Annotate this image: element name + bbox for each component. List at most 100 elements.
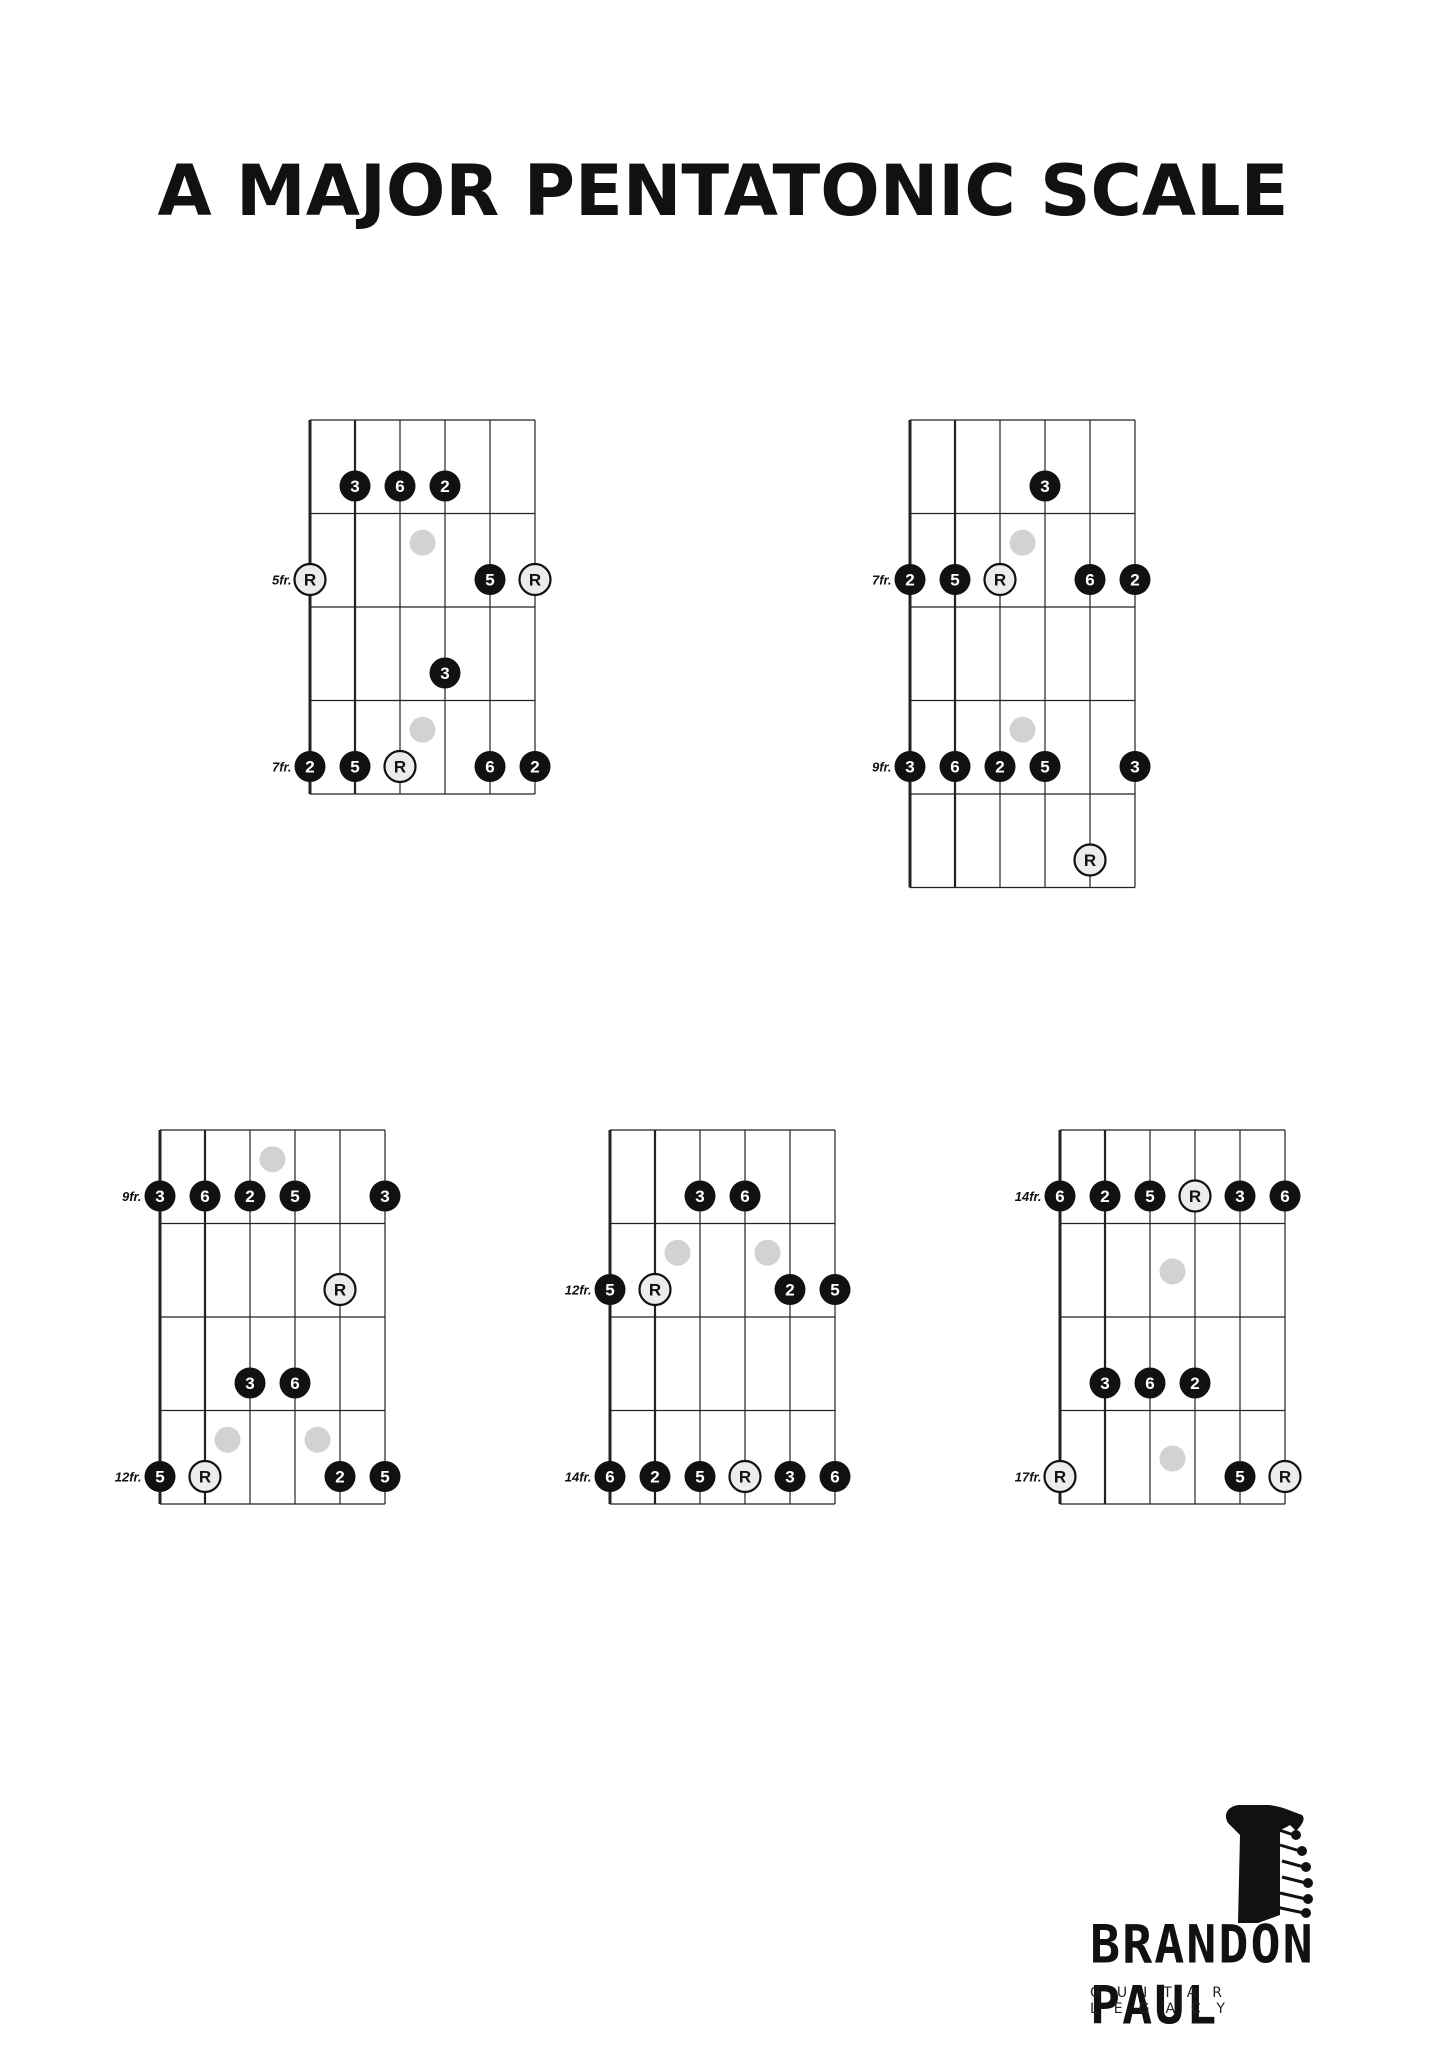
scale-note-dot <box>519 751 551 782</box>
scale-note-dot <box>384 470 416 502</box>
note-label: 3 <box>785 1468 794 1487</box>
note-label: 5 <box>155 1468 164 1487</box>
scale-note-dot <box>144 1461 176 1492</box>
page-title: A MAJOR PENTATONIC SCALE <box>157 150 1289 232</box>
note-label: 2 <box>335 1468 344 1487</box>
scale-note-dot <box>234 1180 266 1212</box>
note-label: 6 <box>1280 1187 1289 1206</box>
brand-logo: BRANDON PAUL GUITAR LEGACY <box>1080 1805 1390 2036</box>
guitar-headstock-icon <box>1225 1805 1313 1923</box>
note-label: 6 <box>950 758 959 777</box>
scale-note-dot <box>279 1367 311 1399</box>
brand-tagline: GUITAR LEGACY <box>1090 1985 1241 2017</box>
note-label: 2 <box>1190 1374 1199 1393</box>
note-label: 2 <box>905 571 914 590</box>
scale-note-dot <box>1029 470 1061 502</box>
scale-note-dot <box>684 1180 716 1212</box>
scale-note-dot <box>429 657 461 689</box>
note-label: 6 <box>1055 1187 1064 1206</box>
fret-position-label: 9fr. <box>872 760 892 775</box>
note-label: 3 <box>245 1374 254 1393</box>
note-label: R <box>199 1468 211 1487</box>
scale-note-dot <box>894 751 926 782</box>
ghost-dot <box>259 1146 286 1173</box>
scale-note-dot <box>474 751 506 782</box>
scale-note-dot <box>939 564 971 595</box>
note-label: 3 <box>350 477 359 496</box>
note-label: 5 <box>1040 758 1049 777</box>
root-note-dot <box>1043 1459 1077 1494</box>
scale-note-dot <box>939 751 971 782</box>
root-note-dot <box>323 1272 357 1307</box>
note-label: 3 <box>1040 477 1049 496</box>
ghost-dot <box>409 716 436 743</box>
scale-note-dot <box>729 1180 761 1212</box>
ghost-dot <box>409 529 436 556</box>
note-label: 3 <box>695 1187 704 1206</box>
root-note-dot <box>728 1459 762 1494</box>
note-label: 6 <box>740 1187 749 1206</box>
fret-position-label: 7fr. <box>272 760 292 775</box>
note-label: 5 <box>605 1281 614 1300</box>
note-label: 5 <box>485 571 494 590</box>
scale-note-dot <box>1134 1180 1166 1212</box>
scale-note-dot <box>369 1180 401 1212</box>
ghost-dot <box>1009 529 1036 556</box>
note-label: 6 <box>830 1468 839 1487</box>
note-label: R <box>1084 851 1096 870</box>
scale-note-dot <box>684 1461 716 1492</box>
scale-note-dot <box>1269 1180 1301 1212</box>
scale-note-dot <box>819 1461 851 1492</box>
scale-note-dot <box>1029 751 1061 782</box>
note-label: 3 <box>1130 758 1139 777</box>
note-label: 5 <box>1235 1468 1244 1487</box>
root-note-dot <box>1073 843 1107 877</box>
fret-position-label: 12fr. <box>565 1283 592 1298</box>
scale-note-dot <box>294 751 326 782</box>
fret-position-label: 14fr. <box>1015 1189 1042 1204</box>
ghost-dot <box>214 1426 241 1453</box>
note-label: R <box>994 571 1006 590</box>
scale-note-dot <box>1119 751 1151 782</box>
note-label: 5 <box>350 758 359 777</box>
note-label: 2 <box>440 477 449 496</box>
fret-position-label: 17fr. <box>1015 1470 1042 1485</box>
note-label: 2 <box>245 1187 254 1206</box>
root-note-dot <box>983 562 1017 597</box>
scale-note-dot <box>984 751 1016 782</box>
ghost-dot <box>304 1426 331 1453</box>
note-label: 5 <box>380 1468 389 1487</box>
fret-position-label: 5fr. <box>272 573 292 588</box>
scale-note-dot <box>339 751 371 782</box>
note-label: 5 <box>830 1281 839 1300</box>
note-label: R <box>1279 1468 1291 1487</box>
note-label: R <box>394 758 406 777</box>
scale-note-dot <box>144 1180 176 1212</box>
scale-note-dot <box>1119 564 1151 595</box>
note-label: 6 <box>1145 1374 1154 1393</box>
fret-position-label: 12fr. <box>115 1470 142 1485</box>
ghost-dot <box>1159 1258 1186 1285</box>
scale-note-dot <box>189 1180 221 1212</box>
note-label: 3 <box>1235 1187 1244 1206</box>
root-note-dot <box>518 562 552 597</box>
scale-note-dot <box>594 1461 626 1492</box>
scale-note-dot <box>594 1274 626 1305</box>
note-label: 6 <box>395 477 404 496</box>
note-label: 6 <box>485 758 494 777</box>
note-label: 3 <box>380 1187 389 1206</box>
scale-note-dot <box>1179 1367 1211 1399</box>
scale-note-dot <box>339 470 371 502</box>
scale-note-dot <box>1224 1461 1256 1492</box>
note-label: 2 <box>650 1468 659 1487</box>
fret-position-label: 9fr. <box>122 1189 142 1204</box>
note-label: R <box>529 571 541 590</box>
scale-note-dot <box>819 1274 851 1305</box>
note-label: 6 <box>605 1468 614 1487</box>
note-label: R <box>649 1281 661 1300</box>
